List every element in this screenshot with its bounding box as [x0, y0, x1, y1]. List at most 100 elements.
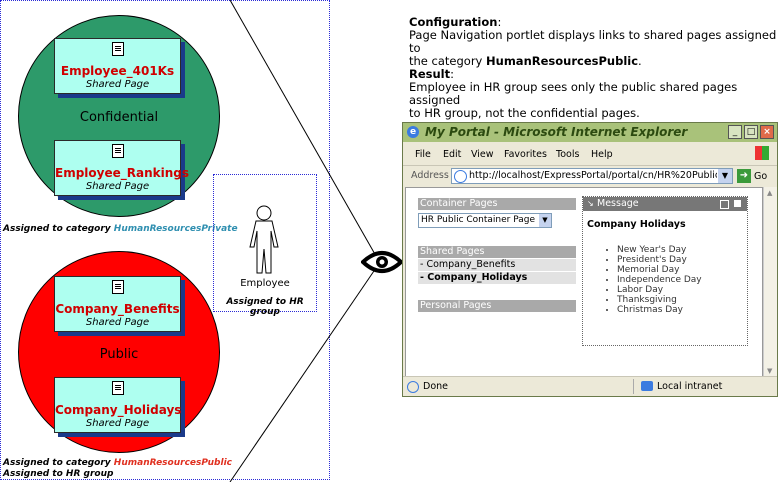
category-bold: HumanResourcesPublic: [486, 54, 639, 68]
personal-pages-heading: Personal Pages: [418, 300, 576, 312]
address-input[interactable]: http://localhost/ExpressPortal/portal/cn…: [451, 168, 733, 184]
menu-favorites[interactable]: Favorites: [504, 149, 547, 160]
vertical-scrollbar[interactable]: ▲ ▼: [763, 187, 777, 377]
category-name: HumanResourcesPublic: [113, 458, 232, 468]
list-item: Memorial Day: [617, 265, 702, 275]
window-title: My Portal - Microsoft Internet Explorer: [425, 125, 688, 139]
configuration-line-1: Page Navigation portlet displays links t…: [409, 28, 777, 55]
employee-label: Employee: [240, 278, 290, 289]
portlet-arrow-icon[interactable]: ↘: [587, 199, 594, 208]
confidential-label: Confidential: [79, 110, 159, 125]
card-title: Employee_Rankings: [55, 166, 189, 180]
assignment-prefix: Assigned to category: [3, 224, 114, 234]
close-button[interactable]: ×: [760, 125, 774, 139]
employee-box: Employee Assigned to HR group: [213, 174, 317, 317]
result-text: Result: Employee in HR group sees only t…: [409, 68, 779, 120]
card-subtitle: Shared Page: [85, 317, 150, 328]
go-arrow-icon[interactable]: ➜: [737, 169, 751, 183]
intranet-icon: [641, 381, 653, 391]
holidays-title: Company Holidays: [587, 219, 686, 230]
container-select[interactable]: HR Public Container Page ▼: [418, 213, 552, 228]
period: .: [638, 54, 642, 68]
address-value: http://localhost/ExpressPortal/portal/cn…: [469, 170, 717, 181]
diagram-frame: [0, 0, 330, 480]
menu-edit[interactable]: Edit: [443, 149, 462, 160]
holiday-list: New Year's Day President's Day Memorial …: [605, 245, 702, 315]
browser-window: e My Portal - Microsoft Internet Explore…: [402, 122, 778, 397]
private-assignment: Assigned to category HumanResourcesPriva…: [3, 224, 238, 234]
document-icon: [111, 280, 124, 294]
document-icon: [111, 42, 124, 56]
status-divider: [633, 379, 634, 394]
list-item: President's Day: [617, 255, 702, 265]
menu-view[interactable]: View: [471, 149, 494, 160]
configuration-heading: Configuration: [409, 15, 498, 29]
card-title: Company_Benefits: [55, 302, 180, 316]
configuration-line-2: the category: [409, 54, 487, 68]
message-header: ↘ Message: [583, 197, 747, 211]
shared-page-card: Company_Holidays Shared Page: [54, 377, 181, 433]
page-content: Container Pages HR Public Container Page…: [405, 187, 763, 377]
menu-tools[interactable]: Tools: [556, 149, 580, 160]
portlet-minimize-icon[interactable]: [720, 200, 729, 209]
done-icon: [407, 381, 419, 393]
eye-icon: [361, 251, 403, 273]
public-group-assignment: Assigned to HR group: [3, 469, 114, 479]
public-label: Public: [99, 347, 139, 362]
result-line-1: Employee in HR group sees only the publi…: [409, 80, 738, 107]
menu-file[interactable]: File: [415, 149, 431, 160]
message-title: Message: [597, 198, 639, 209]
shared-page-link[interactable]: - Company_Holidays: [418, 272, 576, 284]
scroll-down-icon[interactable]: ▼: [767, 367, 773, 375]
windows-logo-icon: [755, 146, 769, 160]
shared-page-card: Company_Benefits Shared Page: [54, 276, 181, 332]
go-button[interactable]: Go: [754, 171, 768, 182]
result-heading: Result: [409, 67, 451, 81]
page-icon: [454, 170, 467, 183]
card-title: Company_Holidays: [55, 403, 182, 417]
shared-pages-heading: Shared Pages: [418, 246, 576, 258]
ie-icon: e: [407, 126, 419, 138]
heading-colon: :: [497, 15, 502, 29]
portlet-maximize-icon[interactable]: [734, 200, 741, 207]
list-item: Labor Day: [617, 285, 702, 295]
result-line-2: to HR group, not the confidential pages.: [409, 106, 640, 120]
select-chevron-icon[interactable]: ▼: [539, 214, 551, 227]
card-title: Employee_401Ks: [60, 64, 175, 78]
menu-bar: File Edit View Favorites Tools Help: [403, 144, 777, 164]
scroll-up-icon[interactable]: ▲: [767, 189, 773, 197]
address-dropdown-icon[interactable]: ▼: [718, 169, 732, 183]
card-subtitle: Shared Page: [85, 79, 150, 90]
message-portlet: ↘ Message Company Holidays New Year's Da…: [582, 196, 748, 346]
list-item: Christmas Day: [617, 305, 702, 315]
list-item: Independence Day: [617, 275, 702, 285]
assignment-prefix: Assigned to category: [3, 458, 114, 468]
category-name: HumanResourcesPrivate: [113, 224, 238, 234]
shared-page-link[interactable]: - Company_Benefits: [418, 259, 576, 271]
employee-group: Assigned to HR group: [226, 297, 304, 317]
public-assignment: Assigned to category HumanResourcesPubli…: [3, 458, 232, 468]
zone-text: Local intranet: [657, 381, 723, 392]
heading-colon: :: [450, 67, 455, 81]
shared-page-card: Employee_Rankings Shared Page: [54, 140, 189, 196]
list-item: Thanksgiving: [617, 295, 702, 305]
card-subtitle: Shared Page: [85, 418, 150, 429]
configuration-text: Configuration: Page Navigation portlet d…: [409, 16, 779, 68]
shared-page-card: Employee_401Ks Shared Page: [54, 38, 181, 94]
title-bar: e My Portal - Microsoft Internet Explore…: [403, 123, 777, 142]
address-label: Address: [411, 170, 449, 181]
maximize-button[interactable]: □: [744, 125, 758, 139]
status-text: Done: [423, 381, 448, 392]
document-icon: [111, 144, 124, 158]
address-bar: Address http://localhost/ExpressPortal/p…: [403, 165, 777, 188]
menu-help[interactable]: Help: [591, 149, 613, 160]
card-subtitle: Shared Page: [85, 181, 150, 192]
list-item: New Year's Day: [617, 245, 702, 255]
status-bar: Done Local intranet: [403, 376, 777, 396]
container-select-value: HR Public Container Page: [421, 215, 536, 225]
container-pages-heading: Container Pages: [418, 198, 576, 210]
document-icon: [111, 381, 124, 395]
minimize-button[interactable]: _: [728, 125, 742, 139]
person-icon: [249, 205, 279, 274]
